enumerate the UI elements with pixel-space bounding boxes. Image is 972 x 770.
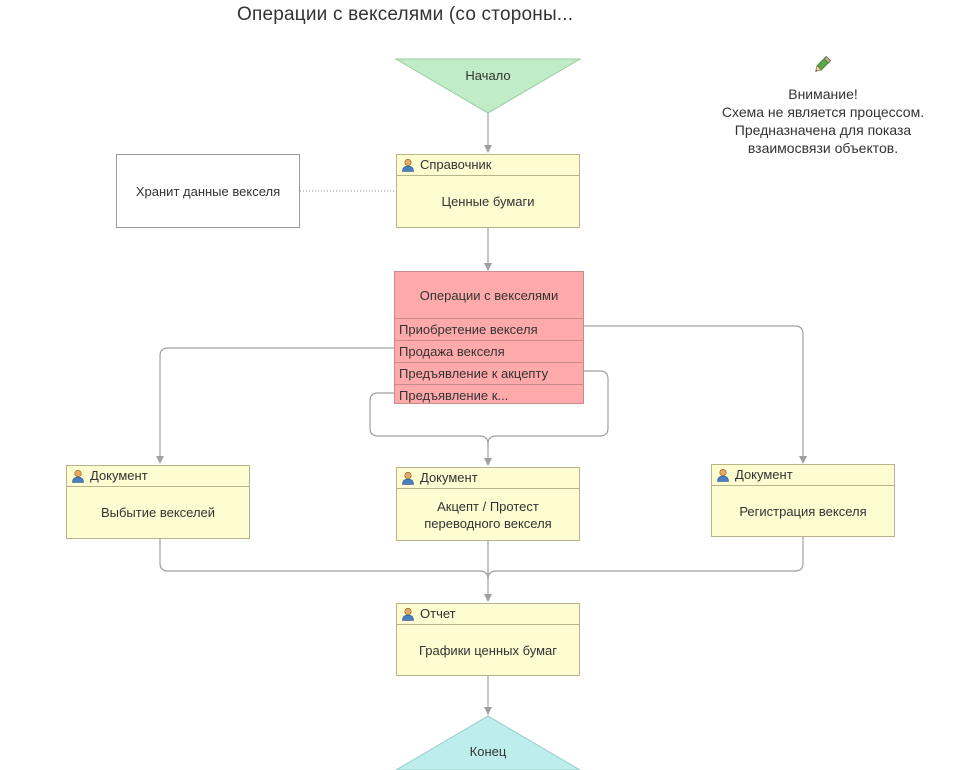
connector-buy-right — [584, 325, 807, 464]
doc-right-type: Документ — [735, 467, 793, 482]
doc-left-box[interactable]: Документ Выбытие векселей — [66, 465, 250, 539]
doc-right-header: Документ — [712, 465, 894, 486]
doc-center-type: Документ — [420, 470, 478, 485]
end-shape — [395, 715, 581, 770]
start-shape — [394, 58, 582, 114]
connector-accept-center — [484, 370, 609, 466]
user-icon — [402, 607, 414, 621]
comment-text: Хранит данные векселя — [135, 183, 281, 199]
operations-title: Операции с векселями — [395, 272, 583, 319]
connector-right-report — [487, 537, 804, 580]
operations-box[interactable]: Операции с векселями Приобретение вексел… — [394, 271, 584, 404]
report-type: Отчет — [420, 606, 456, 621]
doc-left-type: Документ — [90, 468, 148, 483]
user-icon — [402, 471, 414, 485]
doc-left-name: Выбытие векселей — [100, 505, 216, 520]
pencil-icon — [815, 55, 832, 72]
operation-item-accept[interactable]: Предъявление к акцепту — [395, 363, 583, 385]
note-line-2: Схема не является процессом. — [721, 104, 925, 120]
catalog-header: Справочник — [397, 155, 579, 176]
comment-box: Хранит данные векселя — [116, 154, 300, 228]
doc-left-header: Документ — [67, 466, 249, 487]
catalog-type: Справочник — [420, 157, 492, 172]
doc-right-box[interactable]: Документ Регистрация векселя — [711, 464, 895, 537]
connector-sale-left — [156, 347, 394, 464]
report-name: Графики ценных бумаг — [418, 642, 558, 658]
report-header: Отчет — [397, 604, 579, 625]
connector-present-center — [369, 392, 489, 445]
user-icon — [402, 158, 414, 172]
user-icon — [72, 469, 84, 483]
diagram-title: Операции с векселями (со стороны... — [237, 4, 574, 25]
doc-center-name: Акцепт / Протест переводного векселя — [424, 498, 552, 531]
report-box[interactable]: Отчет Графики ценных бумаг — [396, 603, 580, 676]
catalog-box[interactable]: Справочник Ценные бумаги — [396, 154, 580, 228]
note-line-3: Предназначена для показа — [734, 122, 912, 138]
doc-center-box[interactable]: Документ Акцепт / Протест переводного ве… — [396, 467, 580, 541]
doc-right-name: Регистрация векселя — [739, 503, 867, 519]
connector-left-report — [159, 539, 489, 580]
catalog-name: Ценные бумаги — [441, 194, 535, 209]
doc-center-header: Документ — [397, 468, 579, 489]
user-icon — [717, 468, 729, 482]
operation-item-present[interactable]: Предъявление к... — [399, 388, 509, 403]
note: Внимание! Схема не является процессом. П… — [700, 85, 946, 157]
note-line-1: Внимание! — [788, 86, 858, 102]
note-line-4: взаимосвязи объектов. — [747, 140, 899, 156]
operation-item-purchase[interactable]: Приобретение векселя — [395, 319, 583, 341]
start-label: Начало — [465, 68, 511, 83]
operation-item-sale[interactable]: Продажа векселя — [395, 341, 583, 363]
end-label: Конец — [469, 744, 507, 759]
